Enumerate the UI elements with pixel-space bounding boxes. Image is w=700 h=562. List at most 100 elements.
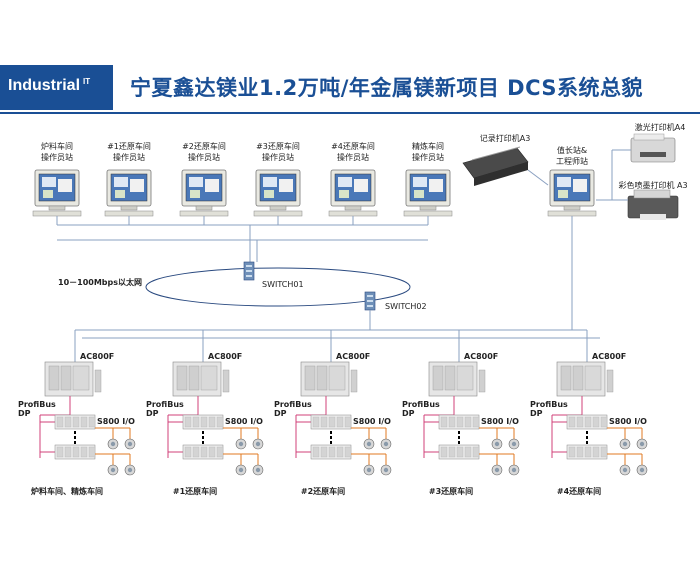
printer-front [474,162,528,186]
s800-io-label: S800 I/O [225,417,263,426]
controller-slot [456,365,474,391]
record-printer-link [527,169,549,186]
field-instrument-icon [508,464,520,476]
screen-window [279,179,293,192]
s800-io-label: S800 I/O [481,417,519,426]
profibus-label: ProfiBus [402,400,440,409]
io-module [600,446,608,458]
printer-body [630,137,676,163]
profibus-label: ProfiBus [18,400,56,409]
io-module [320,446,328,458]
controller-name-label: AC800F [592,352,627,361]
controller-slot [444,365,456,391]
screen-window [557,177,571,187]
area-label: #3还原车间 [428,487,474,496]
io-rack-icon [566,414,608,430]
screen-window [42,177,56,187]
controller-side [94,369,102,393]
instrument-face [511,441,517,447]
field-instrument-icon [363,438,375,450]
io-module [576,446,584,458]
field-instrument-icon [235,438,247,450]
switch-port [246,265,252,267]
io-module [184,446,192,458]
io-module [440,416,448,428]
io-module [600,416,608,428]
profibus-dp-label: DP [530,409,543,418]
monitor-stand [419,205,437,211]
profibus-dp-label: DP [274,409,287,418]
record-printer-icon [462,146,529,186]
controller-slot [560,365,572,391]
io-rack-icon [310,414,352,430]
color-printer-icon [627,189,679,220]
station-label-line1: #2还原车间 [182,142,226,151]
profibus-label: ProfiBus [530,400,568,409]
ethernet-ring [145,267,411,307]
io-module [56,446,64,458]
monitor-stand [344,205,362,211]
instrument-face [255,441,261,447]
operator-station-computer [403,169,453,217]
controller-slot [304,365,316,391]
screen-window [263,177,277,187]
io-module [192,446,200,458]
keyboard [328,210,378,217]
io-module [312,446,320,458]
instrument-face [127,467,133,473]
screen-window [429,179,443,192]
brand-name: Industrial [8,77,81,94]
profibus-dp-label: DP [18,409,31,418]
field-instrument-icon [124,438,136,450]
instrument-face [127,441,133,447]
instrument-face [110,441,116,447]
instrument-face [494,441,500,447]
profibus-label: ProfiBus [274,400,312,409]
controller-slot [48,365,60,391]
controller-slot [432,365,444,391]
screen-window [190,190,200,198]
screen-window [573,179,587,192]
controller-slot [72,365,90,391]
field-instrument-icon [636,464,648,476]
io-module [592,416,600,428]
screen-window [414,190,424,198]
engineer-station-label-line1: 值长站& [556,146,588,155]
controller-slot [328,365,346,391]
monitor-stand [269,205,287,211]
station-label-line1: #3还原车间 [256,142,300,151]
io-module [472,446,480,458]
field-instrument-icon [636,438,648,450]
instrument-face [639,441,645,447]
screen-window [205,179,219,192]
controller-side [350,369,358,393]
switch02-icon [364,291,376,311]
record-printer-label: 记录打印机A3 [479,134,531,143]
keyboard [179,210,229,217]
screen-window [354,179,368,192]
io-rack-icon [310,444,352,460]
operator-station-computer [32,169,82,217]
controller-slot [572,365,584,391]
instrument-face [383,441,389,447]
area-label: 炉料车间、精炼车间 [31,487,103,496]
io-module [584,416,592,428]
io-module [312,416,320,428]
screen-window [43,190,53,198]
io-module [208,416,216,428]
field-instrument-icon [508,438,520,450]
io-module [192,416,200,428]
io-module [568,416,576,428]
monitor-stand [120,205,138,211]
io-module [568,446,576,458]
screen-window [115,190,125,198]
station-label-line1: #4还原车间 [331,142,375,151]
io-module [80,416,88,428]
keyboard [253,210,303,217]
controller-slot [60,365,72,391]
io-rack-icon [438,444,480,460]
screen-window [339,190,349,198]
io-module [328,416,336,428]
